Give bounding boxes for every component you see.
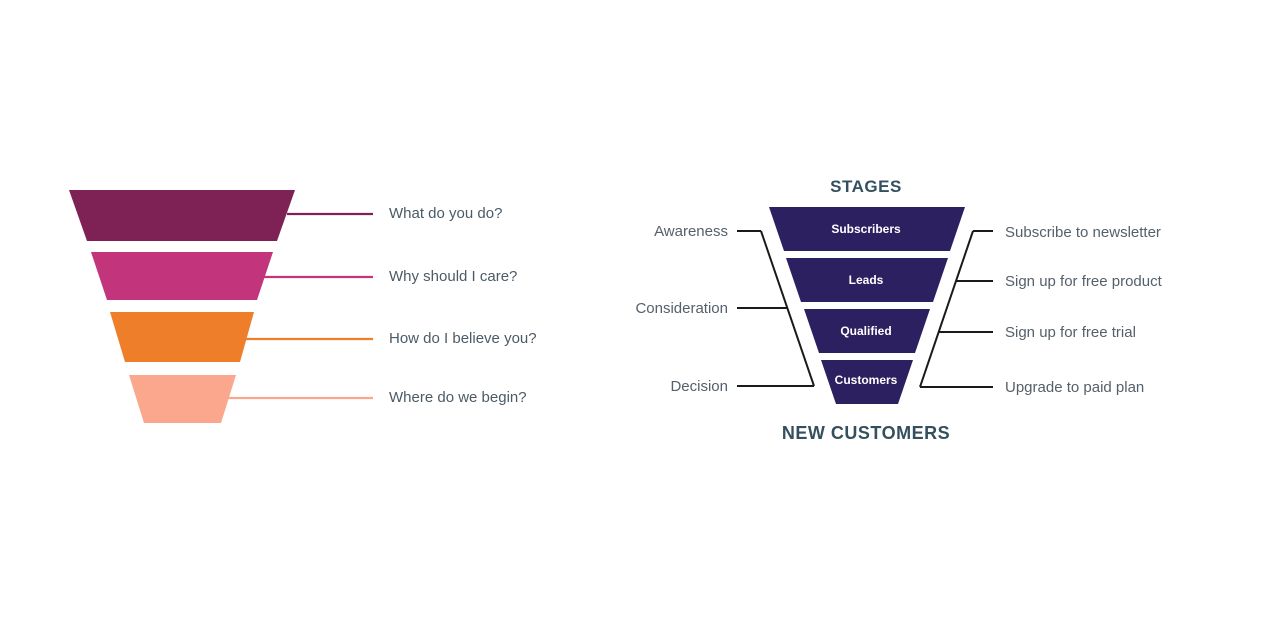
action-label-free-trial: Sign up for free trial — [1005, 324, 1136, 341]
left-funnel-segment-2 — [91, 252, 273, 300]
action-label-subscribe-newsletter: Subscribe to newsletter — [1005, 224, 1161, 241]
action-label-free-product: Sign up for free product — [1005, 273, 1163, 290]
right-funnel-title: STAGES — [830, 177, 902, 196]
left-funnel-segment-4 — [129, 375, 236, 423]
right-funnel-left-diagonal-line — [760, 230, 815, 387]
right-funnel: STAGES Subscribers Leads Qualified Custo… — [635, 177, 1162, 443]
left-funnel-label-1: What do you do? — [389, 205, 502, 222]
right-funnel-segment-4 — [821, 360, 913, 404]
right-funnel-right-diagonal-line — [919, 230, 974, 388]
right-funnel-stage-label-1: Subscribers — [831, 222, 901, 236]
right-funnel-stage-label-3: Qualified — [840, 324, 891, 338]
action-label-paid-plan: Upgrade to paid plan — [1005, 379, 1144, 396]
right-funnel-segment-2 — [786, 258, 948, 302]
left-funnel-label-2: Why should I care? — [389, 268, 517, 285]
right-funnel-segment-1 — [769, 207, 965, 251]
stage-name-awareness: Awareness — [654, 223, 728, 240]
left-funnel-label-4: Where do we begin? — [389, 389, 527, 406]
left-funnel-segment-1 — [69, 190, 295, 241]
left-funnel: What do you do? Why should I care? How d… — [69, 190, 537, 423]
right-funnel-stage-label-2: Leads — [849, 273, 884, 287]
left-funnel-segment-3 — [110, 312, 254, 362]
right-funnel-segment-3 — [804, 309, 930, 353]
right-funnel-footer: NEW CUSTOMERS — [782, 423, 950, 443]
left-funnel-label-3: How do I believe you? — [389, 330, 537, 347]
stage-name-decision: Decision — [670, 378, 728, 395]
stage-name-consideration: Consideration — [635, 300, 728, 317]
right-funnel-stage-label-4: Customers — [835, 373, 898, 387]
